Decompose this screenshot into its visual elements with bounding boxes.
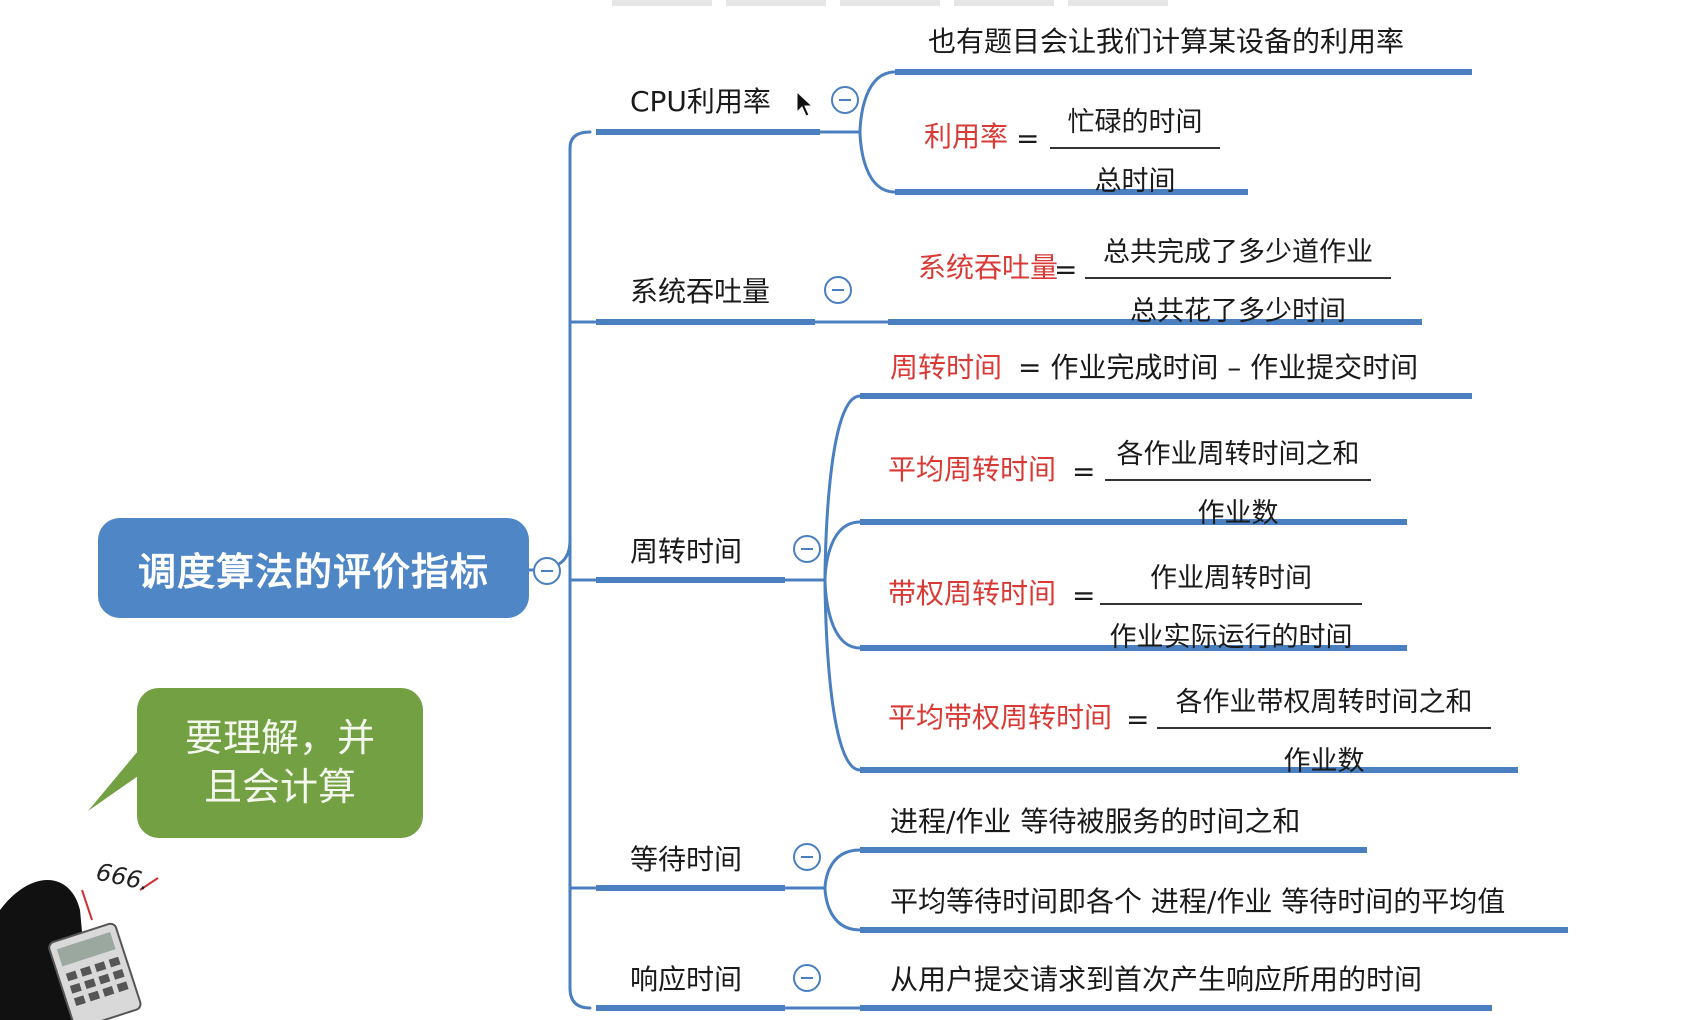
collapse-toggle-icon[interactable]: [793, 535, 821, 563]
top-strip: [954, 0, 1054, 6]
branch-label-throughput[interactable]: 系统吞吐量: [630, 275, 771, 308]
branch-label-waiting[interactable]: 等待时间: [630, 843, 743, 876]
mouse-cursor-icon: [796, 90, 814, 117]
callout-bubble: 要理解，并 且会计算: [137, 688, 423, 838]
root-node[interactable]: 调度算法的评价指标: [98, 518, 529, 618]
collapse-toggle-icon[interactable]: [533, 557, 561, 585]
top-strip: [612, 0, 712, 6]
formula-term: 平均周转时间: [888, 453, 1057, 486]
denominator: 作业数: [1197, 498, 1279, 529]
fraction: 忙碌的时间 总时间: [1050, 100, 1220, 198]
formula-term: 系统吞吐量: [918, 251, 1059, 284]
cpu-note: 也有题目会让我们计算某设备的利用率: [928, 25, 1405, 58]
response-item: 从用户提交请求到首次产生响应所用的时间: [890, 963, 1423, 996]
waiting-item: 平均等待时间即各个 进程/作业 等待时间的平均值: [890, 885, 1506, 918]
numerator: 总共完成了多少道作业: [1103, 237, 1373, 268]
numerator: 作业周转时间: [1150, 563, 1312, 594]
calculator-illustration: [0, 877, 159, 1020]
branch-label-turnaround[interactable]: 周转时间: [630, 535, 743, 568]
denominator: 作业实际运行的时间: [1109, 622, 1353, 653]
callout-line: 且会计算: [203, 765, 356, 809]
branch-label-cpu[interactable]: CPU利用率: [630, 85, 771, 118]
equals-sign: =: [1072, 579, 1096, 612]
equals-sign: =: [1126, 703, 1150, 736]
top-strip: [840, 0, 940, 6]
collapse-toggle-icon[interactable]: [831, 86, 859, 114]
denominator: 作业数: [1283, 746, 1365, 777]
collapse-toggle-icon[interactable]: [824, 276, 852, 304]
numerator: 忙碌的时间: [1067, 107, 1203, 138]
denominator: 总时间: [1094, 166, 1176, 197]
equals-sign: =: [1054, 253, 1078, 286]
fraction: 总共完成了多少道作业 总共花了多少时间: [1085, 230, 1391, 328]
fraction: 各作业带权周转时间之和 作业数: [1157, 680, 1491, 778]
fraction: 各作业周转时间之和 作业数: [1105, 432, 1371, 530]
fraction-bar: [1157, 727, 1491, 729]
formula-term: 利用率: [924, 120, 1009, 153]
equals-sign: =: [1072, 455, 1096, 488]
formula-term: 带权周转时间: [888, 577, 1057, 610]
collapse-toggle-icon[interactable]: [793, 843, 821, 871]
numerator: 各作业周转时间之和: [1116, 439, 1360, 470]
connector: [527, 130, 592, 572]
denominator: 总共花了多少时间: [1130, 296, 1346, 327]
fraction: 作业周转时间 作业实际运行的时间: [1100, 556, 1362, 654]
fraction-bar: [1050, 147, 1220, 149]
formula-term: 周转时间: [890, 351, 1003, 384]
formula-term: 平均带权周转时间: [888, 701, 1113, 734]
branch-label-response[interactable]: 响应时间: [630, 963, 743, 996]
fraction-bar: [1100, 603, 1362, 605]
equals-sign: =: [1016, 122, 1040, 155]
fraction-bar: [1085, 277, 1391, 279]
waiting-item: 进程/作业 等待被服务的时间之和: [890, 805, 1301, 838]
top-strip: [1068, 0, 1168, 6]
root-label: 调度算法的评价指标: [137, 549, 489, 594]
connector: [568, 538, 592, 1010]
top-strip: [726, 0, 826, 6]
numerator: 各作业带权周转时间之和: [1175, 687, 1473, 718]
formula-rest: = 作业完成时间 – 作业提交时间: [1018, 351, 1419, 384]
callout-line: 要理解，并: [184, 715, 375, 760]
collapse-toggle-icon[interactable]: [793, 964, 821, 992]
fraction-bar: [1105, 479, 1371, 481]
